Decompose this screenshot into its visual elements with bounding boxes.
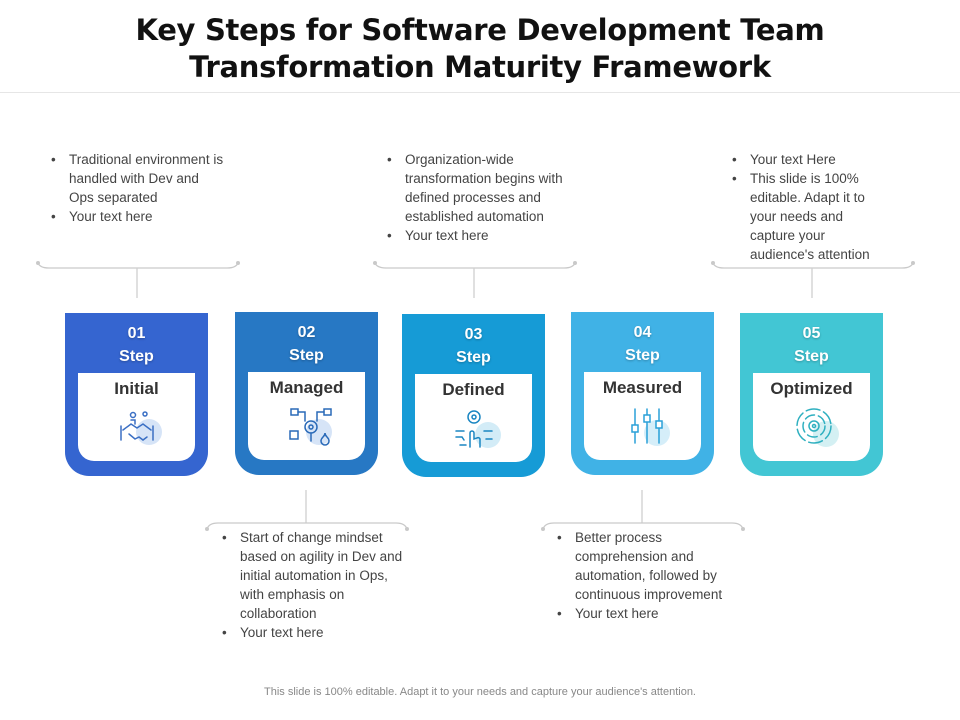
step4-brace [541,490,745,531]
footer-note: This slide is 100% editable. Adapt it to… [264,686,696,698]
step-card-body: Defined [415,374,532,462]
sliders-icon [631,408,670,446]
step-name: Managed [269,378,344,397]
note-bullet: Your text Here [731,150,881,169]
step2-notes: Start of change mindset based on agility… [221,528,403,642]
step-word: Step [794,348,829,365]
step-number: 03 [464,326,483,343]
step-card-body: Managed [248,372,365,460]
step-number: 02 [297,324,316,341]
step-number: 01 [127,325,146,342]
note-bullet: Your text here [386,226,581,245]
handshake-icon [120,411,162,445]
step5-brace [711,261,915,298]
step-number: 04 [633,324,652,341]
step-name: Initial [114,379,159,398]
note-bullet: Your text here [556,604,731,623]
step-word: Step [119,348,154,365]
step-card-body: Optimized [753,373,870,461]
step-card-body: Measured [584,372,701,460]
workflow-icon [289,408,332,446]
note-bullet: Your text here [50,207,225,226]
step2-brace [205,490,409,531]
note-bullet: Better process comprehension and automat… [556,528,731,604]
step1-notes: Traditional environment is handled with … [50,150,225,226]
step-number: 05 [802,325,821,342]
note-bullet: Start of change mindset based on agility… [221,528,403,623]
step-word: Step [625,347,660,364]
step4-notes: Better process comprehension and automat… [556,528,731,623]
step3-notes: Organization-wide transformation begins … [386,150,581,245]
step3-brace [373,261,577,298]
step-word: Step [289,347,324,364]
title-line-2: Transformation Maturity Framework [189,50,771,84]
note-bullet: Organization-wide transformation begins … [386,150,581,226]
step5-notes: Your text Here This slide is 100% editab… [731,150,881,264]
step-name: Measured [602,378,683,397]
title-divider [0,92,960,93]
step1-brace [36,261,240,298]
step-word: Step [456,349,491,366]
step-card-body: Initial [78,373,195,461]
automation-hand-icon [455,410,501,448]
step-name: Defined [442,380,505,399]
step-name: Optimized [770,379,853,398]
target-icon [796,408,839,447]
note-bullet: This slide is 100% editable. Adapt it to… [731,169,881,264]
note-bullet: Your text here [221,623,403,642]
slide-title: Key Steps for Software Development Team … [0,12,960,86]
note-bullet: Traditional environment is handled with … [50,150,225,207]
title-line-1: Key Steps for Software Development Team [135,13,825,47]
